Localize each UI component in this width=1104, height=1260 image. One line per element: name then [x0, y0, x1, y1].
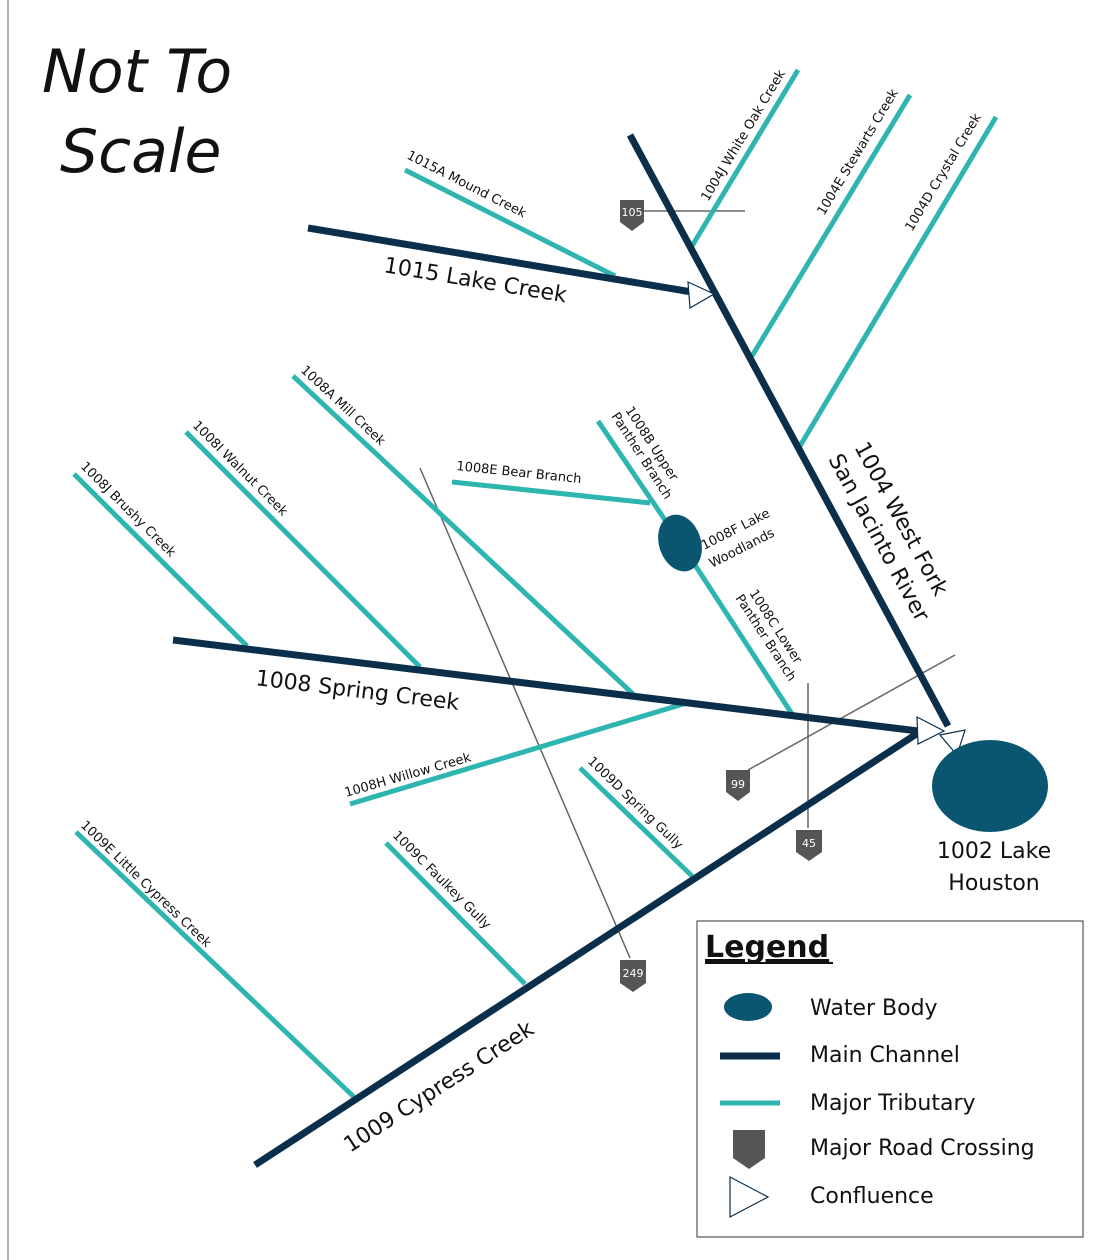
svg-text:45: 45 — [802, 837, 816, 850]
main-channels — [172, 133, 952, 1168]
tributary-faulkey-gully — [384, 841, 527, 986]
legend-box — [696, 920, 1084, 1238]
tributary-mound-creek — [403, 167, 617, 279]
svg-text:105: 105 — [622, 206, 643, 219]
channel-spring-creek — [172, 636, 919, 735]
road-shield-249: 249 — [620, 960, 646, 992]
title-line-1: Not To — [42, 37, 232, 107]
tributary-white-oak-creek — [689, 68, 801, 248]
tributary-little-cypress-creek — [74, 830, 356, 1099]
channel-cypress-creek — [253, 730, 920, 1168]
svg-text:99: 99 — [731, 778, 745, 791]
legend-item-major-tributary: Major Tributary — [810, 1091, 976, 1116]
legend-confluence-swatch — [729, 1176, 770, 1218]
label-spring-gully: 1009D Spring Gully — [584, 754, 686, 853]
road-249-line — [419, 467, 631, 959]
lake-houston — [932, 740, 1048, 832]
label-mill-creek: 1008A Mill Creek — [297, 363, 388, 449]
label-lake-creek: 1015 Lake Creek — [382, 253, 569, 308]
tributary-bear-branch — [451, 479, 651, 506]
legend-item-main-channel: Main Channel — [810, 1043, 960, 1068]
tributaries — [72, 68, 999, 1099]
label-brushy-creek: 1008J Brushy Creek — [77, 459, 178, 560]
label-lake-houston-line-2: Houston — [948, 871, 1039, 896]
legend-road-shield-swatch — [733, 1130, 765, 1169]
label-little-cypress-creek: 1009E Little Cypress Creek — [77, 818, 214, 951]
channel-west-fork — [626, 133, 952, 728]
label-stewarts-creek: 1004E Stewarts Creek — [815, 86, 902, 218]
tributary-lower-panther — [692, 563, 795, 716]
legend-title: Legend — [705, 930, 829, 965]
title-line-2: Scale — [60, 117, 221, 187]
legend-item-water-body: Water Body — [810, 996, 938, 1021]
tributary-spring-gully — [578, 766, 694, 878]
tributary-walnut-creek — [184, 430, 422, 669]
confluences — [687, 281, 966, 757]
label-faulkey-gully: 1009C Faulkey Gully — [389, 828, 494, 933]
label-willow-creek: 1008H Willow Creek — [343, 750, 473, 801]
legend: Legend Water Body Main Channel Major Tri… — [696, 920, 1084, 1238]
tributary-upper-panther — [595, 419, 668, 522]
road-shield-45: 45 — [796, 830, 822, 861]
confluence-lake-creek — [687, 281, 716, 310]
label-lake-houston-line-1: 1002 Lake — [937, 839, 1051, 864]
tributary-willow-creek — [349, 699, 691, 807]
tributary-stewarts-creek — [749, 93, 913, 358]
tributary-mill-creek — [291, 374, 635, 696]
legend-item-road-crossing: Major Road Crossing — [810, 1136, 1035, 1161]
label-mound-creek: 1015A Mound Creek — [404, 148, 529, 221]
legend-water-body-swatch — [724, 993, 772, 1021]
label-white-oak-creek: 1004J White Oak Creek — [699, 67, 790, 204]
legend-item-confluence: Confluence — [810, 1184, 934, 1209]
svg-text:249: 249 — [623, 967, 644, 980]
confluence-spring-creek — [916, 715, 946, 745]
channel-lake-creek — [307, 224, 693, 296]
road-shield-99: 99 — [726, 770, 750, 801]
tributary-brushy-creek — [72, 472, 249, 648]
label-crystal-creek: 1004D Crystal Creek — [903, 111, 985, 234]
road-shield-105: 105 — [620, 200, 644, 231]
tributary-crystal-creek — [797, 115, 999, 448]
lake-woodlands — [658, 514, 702, 572]
road-shields: 105 99 45 249 — [620, 200, 822, 992]
label-walnut-creek: 1008I Walnut Creek — [189, 418, 290, 519]
